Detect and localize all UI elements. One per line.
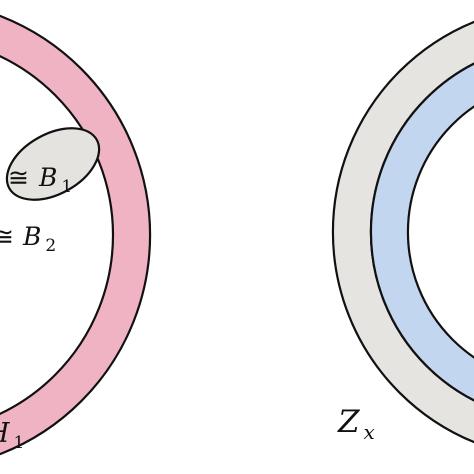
- h1-label: H 1: [0, 418, 24, 453]
- b1-label: ≅ B 1: [8, 163, 72, 197]
- b1-ellipse: [5, 127, 101, 201]
- zx-label: Z x: [337, 404, 375, 444]
- b2-label: ≅ B 2: [0, 222, 56, 256]
- blue-annulus: [369, 62, 474, 402]
